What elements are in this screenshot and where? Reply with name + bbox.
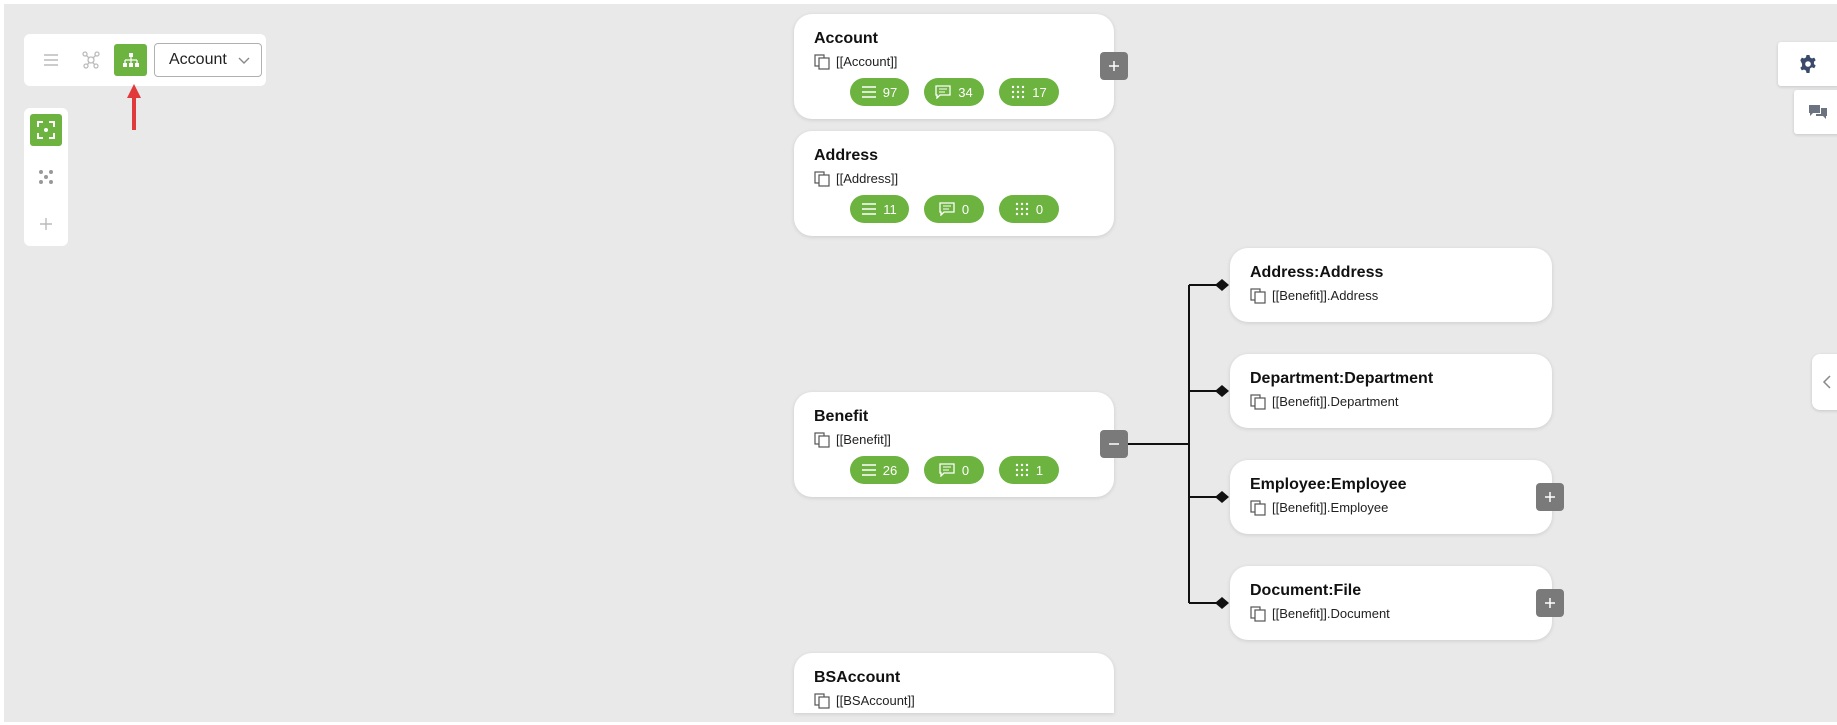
relation-title: Address:Address [1250,264,1384,281]
expand-button[interactable] [1100,52,1128,80]
collapse-button[interactable] [1100,430,1128,458]
connector-diamond [1215,597,1229,609]
entity-card-benefit[interactable]: Benefit [[Benefit]] 26 0 1 [794,392,1114,497]
fit-view-icon[interactable] [30,114,62,146]
relation-card-address[interactable]: Address:Address [[Benefit]].Address [1230,248,1552,322]
expand-button[interactable] [1536,483,1564,511]
fields-count-badge[interactable]: 97 [850,78,909,106]
chat-icon [1809,105,1827,119]
entity-title: BSAccount [814,669,901,686]
entity-card-bsaccount[interactable]: BSAccount [[BSAccount]] [794,653,1114,713]
relation-ref: [[Benefit]].Document [1272,606,1390,621]
copy-icon[interactable] [814,170,830,187]
comments-count-badge[interactable]: 0 [924,195,984,223]
copy-icon[interactable] [814,53,830,70]
network-icon[interactable] [74,44,107,76]
comment-icon [935,85,951,99]
dropdown-value: Account [169,51,227,68]
relation-card-document[interactable]: Document:File [[Benefit]].Document [1230,566,1552,640]
expand-button[interactable] [1536,589,1564,617]
relation-card-department[interactable]: Department:Department [[Benefit]].Depart… [1230,354,1552,428]
relations-count-badge[interactable]: 0 [999,195,1059,223]
list-icon [861,464,876,476]
comment-icon [939,463,955,477]
plus-icon [1545,598,1555,608]
entity-title: Account [814,30,878,47]
grid-dots-icon [1015,463,1029,477]
entity-ref: [[Account]] [836,54,898,69]
relation-ref: [[Benefit]].Department [1272,394,1399,409]
scatter-layout-icon[interactable] [30,161,62,193]
entity-ref: [[BSAccount]] [836,693,915,708]
entity-ref: [[Address]] [836,171,899,186]
top-toolbar: Account [24,34,266,86]
diagram-canvas[interactable]: Account Account [[Account]] [4,4,1837,722]
entity-card-account[interactable]: Account [[Account]] 97 34 17 [794,14,1114,119]
copy-icon[interactable] [814,431,830,448]
entity-title: Address [814,147,879,164]
relation-ref: [[Benefit]].Address [1272,288,1379,303]
comments-button[interactable] [1794,90,1837,134]
entity-dropdown[interactable]: Account [154,43,262,77]
comments-count-badge[interactable]: 34 [924,78,984,106]
hierarchy-icon[interactable] [114,44,147,76]
relations-count-badge[interactable]: 1 [999,456,1059,484]
relation-title: Document:File [1250,582,1362,599]
entity-ref: [[Benefit]] [836,432,891,447]
copy-icon[interactable] [1250,499,1266,516]
relation-card-employee[interactable]: Employee:Employee [[Benefit]].Employee [1230,460,1552,534]
copy-icon[interactable] [814,692,830,709]
connector-diamond [1215,491,1229,503]
plus-icon [1109,61,1119,71]
relation-title: Department:Department [1250,370,1434,387]
hamburger-icon[interactable] [34,44,67,76]
minus-icon [1109,443,1119,445]
relation-title: Employee:Employee [1250,476,1407,493]
chevron-left-icon [1822,375,1831,389]
plus-icon [1545,492,1555,502]
settings-button[interactable] [1778,42,1837,86]
fields-count-badge[interactable]: 11 [850,195,909,223]
grid-dots-icon [1015,202,1029,216]
relation-ref: [[Benefit]].Employee [1272,500,1389,515]
connector-diamond [1215,385,1229,397]
annotation-arrow [127,84,141,130]
list-icon [861,86,876,98]
copy-icon[interactable] [1250,393,1266,410]
panel-collapse-button[interactable] [1812,354,1837,410]
comment-icon [939,202,955,216]
fields-count-badge[interactable]: 26 [850,456,909,484]
plus-icon[interactable] [30,208,62,240]
relations-count-badge[interactable]: 17 [999,78,1059,106]
comments-count-badge[interactable]: 0 [924,456,984,484]
grid-dots-icon [1012,85,1025,99]
gear-icon [1800,55,1816,73]
list-icon [862,203,877,215]
relation-connectors [1128,279,1229,609]
view-tools-panel [24,108,68,246]
connector-diamond [1215,279,1229,291]
copy-icon[interactable] [1250,287,1266,304]
entity-title: Benefit [814,408,869,425]
chevron-down-icon [238,57,250,64]
entity-card-address[interactable]: Address [[Address]] 11 0 0 [794,131,1114,236]
copy-icon[interactable] [1250,605,1266,622]
